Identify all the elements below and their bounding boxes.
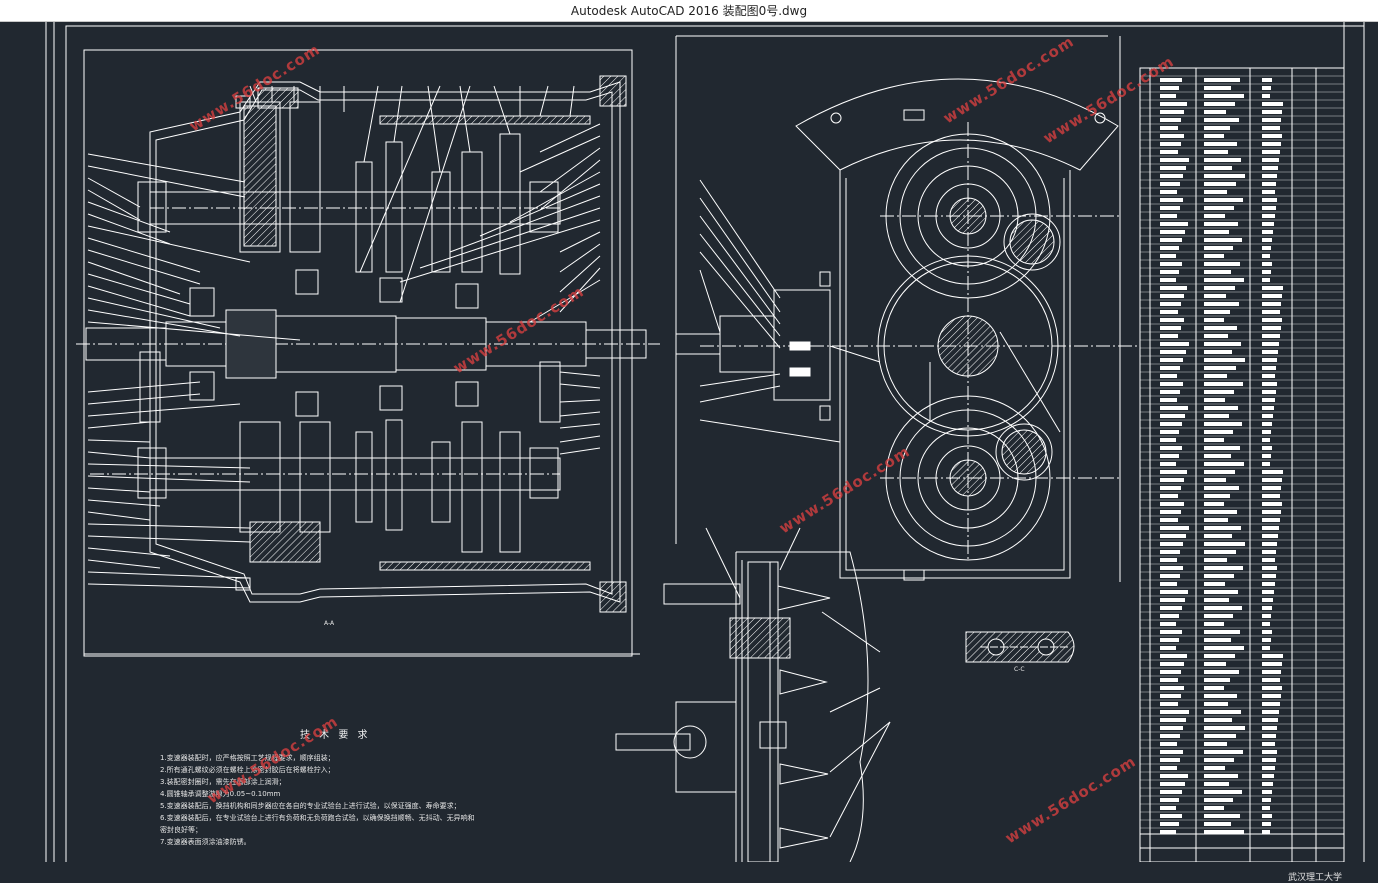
tech-requirement-item: 3.装配密封圈时，需先在唇部涂上润滑； <box>160 778 286 786</box>
leader-lines-left <box>87 153 301 589</box>
window-title: Autodesk AutoCAD 2016 装配图0号.dwg <box>570 4 808 18</box>
tech-requirement-item: 1.变速器装配时，应严格按照工艺规程要求，顺序组装； <box>160 754 335 762</box>
window-title-bar: Autodesk AutoCAD 2016 装配图0号.dwg <box>0 0 1378 22</box>
tech-requirement-item: 5.变速器装配后，换挡机构和同步器应在各自的专业试验台上进行试验，以保证强度、寿… <box>160 802 461 810</box>
tech-requirements-list: 1.变速器装配时，应严格按照工艺规程要求，顺序组装； 2.所有通孔螺纹必须在螺栓上… <box>160 752 475 848</box>
leader-lines-right <box>399 123 601 455</box>
main-section-view <box>76 49 660 657</box>
tech-requirement-item: 4.圆锥轴承调整游隙为0.05~0.10mm <box>160 790 281 798</box>
title-block-school: 武汉理工大学 <box>1288 873 1343 883</box>
tech-requirements-title: 技 术 要 求 <box>300 730 371 741</box>
parts-list-table <box>1139 67 1345 862</box>
small-section-view <box>965 631 1075 663</box>
side-view <box>675 35 1140 582</box>
tech-requirement-item: 7.变速器表面须涂油漆防锈。 <box>160 838 251 846</box>
shift-mechanism-view <box>615 527 891 862</box>
tech-requirement-item: 2.所有通孔螺纹必须在螺栓上涂密封胶后在将螺栓拧入； <box>160 766 335 774</box>
drawing-viewport[interactable]: A-A C-C 技 术 要 求 1.变速器装配时，应严格按照工艺规程要求，顺序组… <box>0 22 1378 883</box>
leader-lines-top <box>249 85 575 303</box>
tech-requirement-item: 6.变速器装配后，在专业试验台上进行有负荷和无负荷跑合试验，以确保换挡顺畅、无抖… <box>160 814 475 822</box>
cad-drawing-canvas[interactable] <box>0 22 1378 862</box>
small-section-label: C-C <box>1014 666 1025 673</box>
tech-requirement-item: 密封良好等； <box>160 826 202 834</box>
main-section-label: A-A <box>324 620 335 627</box>
